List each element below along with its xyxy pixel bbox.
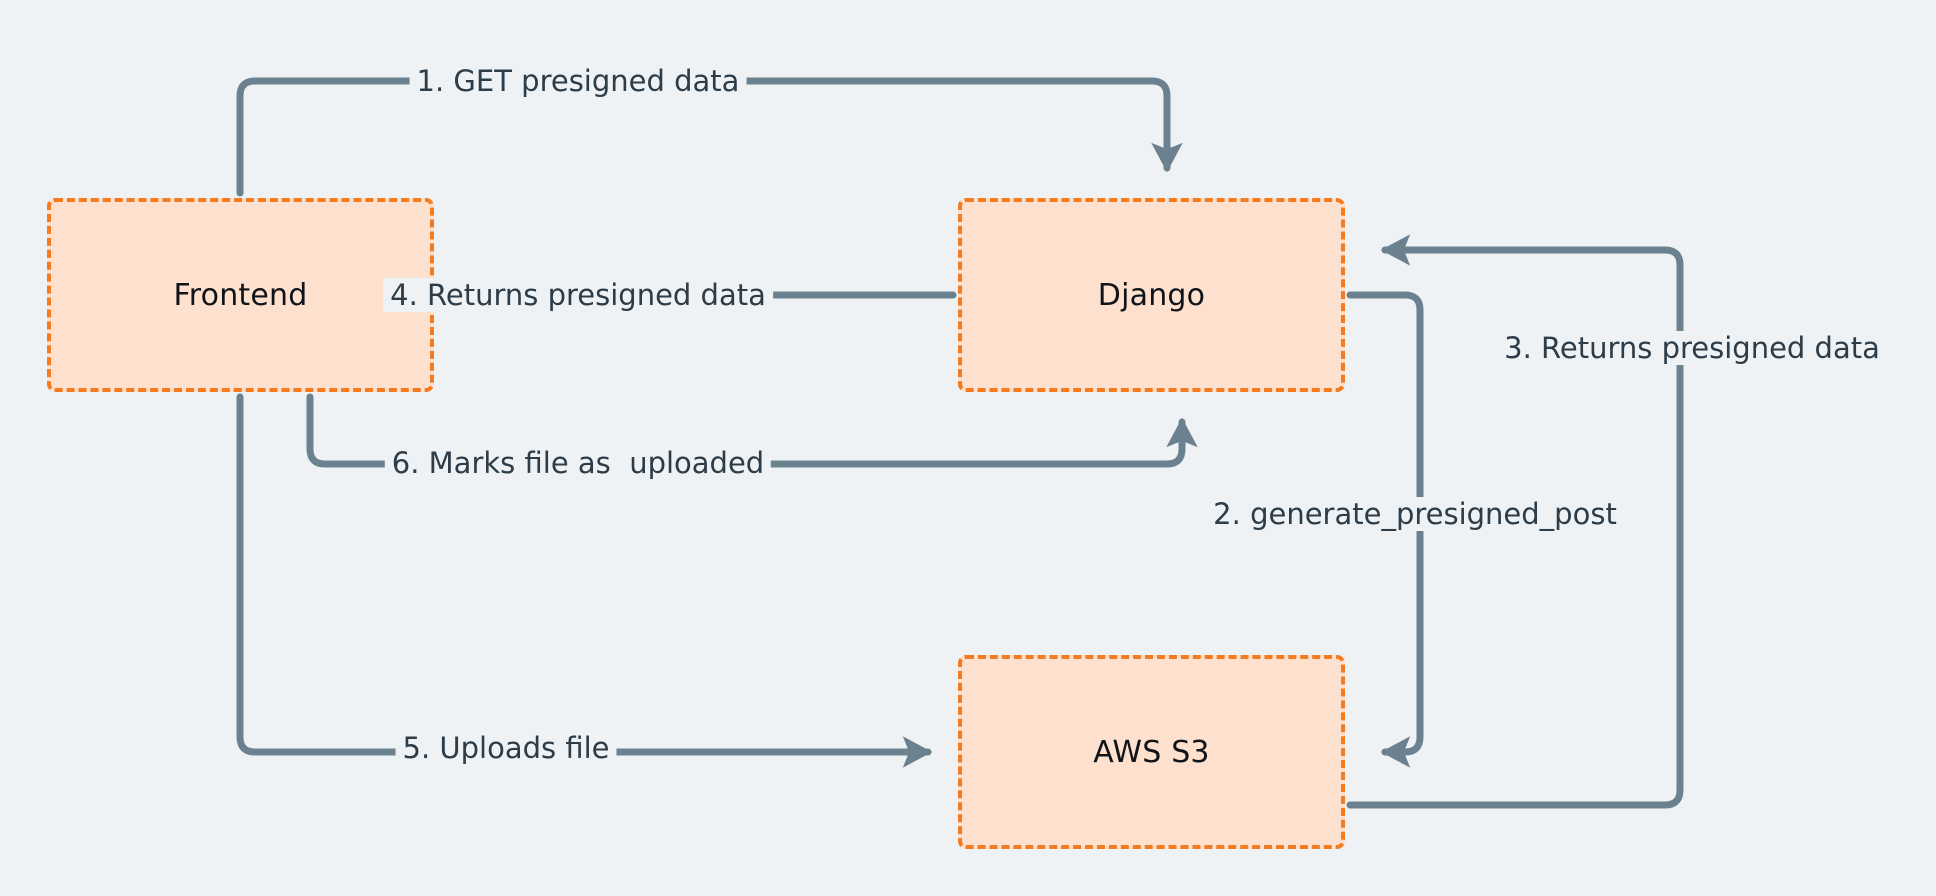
edge-label-5: 5. Uploads file [395, 731, 617, 765]
node-aws-s3-label: AWS S3 [1093, 734, 1210, 770]
edge-label-2: 2. generate_presigned_post [1206, 497, 1624, 531]
node-django[interactable]: Django [958, 198, 1345, 392]
edge-label-4: 4. Returns presigned data [383, 278, 773, 312]
edge-label-6: 6. Marks file as uploaded [384, 446, 772, 480]
edge-label-3: 3. Returns presigned data [1497, 331, 1887, 365]
edge-5-path [236, 393, 933, 768]
node-aws-s3[interactable]: AWS S3 [958, 655, 1345, 849]
edge-3-path [1346, 234, 1684, 809]
node-frontend[interactable]: Frontend [47, 198, 434, 392]
node-frontend-label: Frontend [173, 277, 308, 313]
node-django-label: Django [1097, 277, 1206, 313]
edge-label-1: 1. GET presigned data [409, 64, 747, 98]
